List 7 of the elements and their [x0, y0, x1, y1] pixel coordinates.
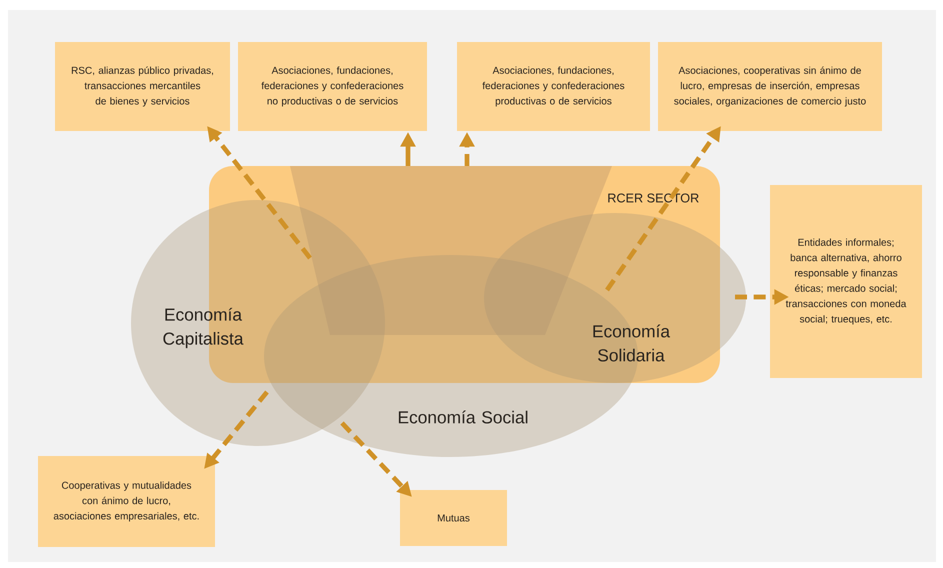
text-box: Asociaciones, fundaciones, federaciones y confederaciones productivas o de servicios: [457, 42, 650, 131]
text-box: Asociaciones, fundaciones, federaciones y confederaciones no productivas o de servicios: [238, 42, 427, 131]
text-box: Cooperativas y mutualidades con ánimo de lucro, asociaciones empresariales, etc.: [38, 456, 215, 547]
text-box: Entidades informales; banca alternativa, ahorro responsable y finanzas éticas; mercado social; transacciones con moneda social; trueques, etc.: [770, 185, 922, 378]
text-box: Mutuas: [400, 490, 507, 546]
text-box: RSC, alianzas público privadas, transacciones mercantiles de bienes y servicios: [55, 42, 230, 131]
text-box: Asociaciones, cooperativas sin ánimo de lucro, empresas de inserción, empresas sociales, organizaciones de comercio justo: [658, 42, 882, 131]
